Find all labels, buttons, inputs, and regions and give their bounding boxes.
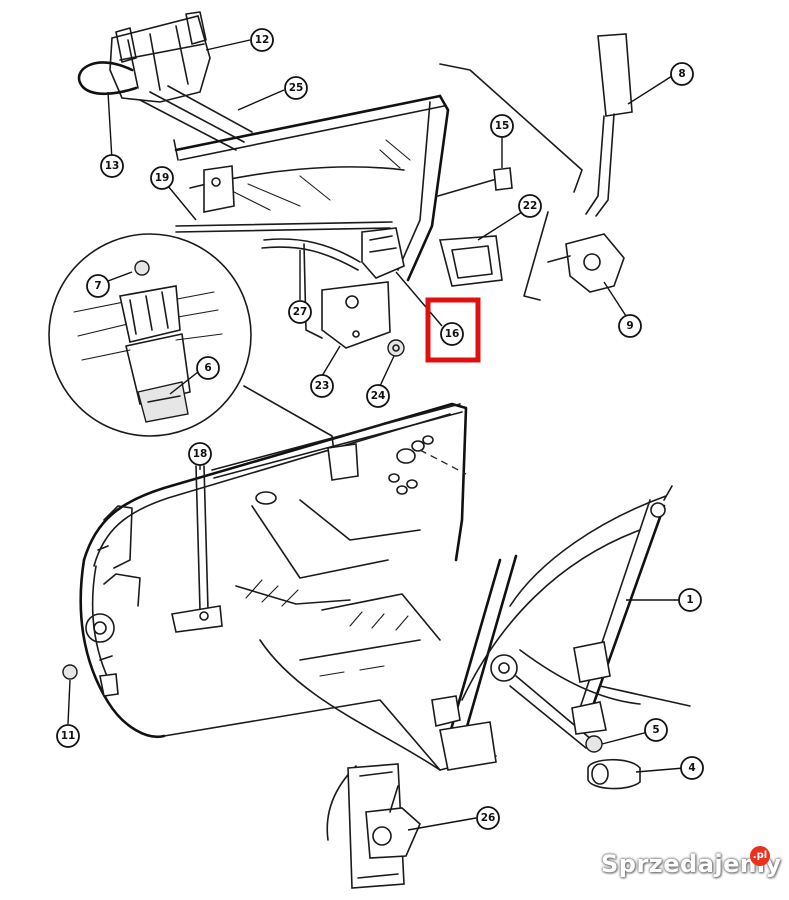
callout-9-label: 9 xyxy=(626,320,633,332)
callout-23: 23 xyxy=(310,374,334,398)
callout-25: 25 xyxy=(284,76,308,100)
callout-26-label: 26 xyxy=(481,812,496,824)
callout-18: 18 xyxy=(188,442,212,466)
callout-26: 26 xyxy=(476,806,500,830)
callout-19: 19 xyxy=(150,166,174,190)
callout-11: 11 xyxy=(56,724,80,748)
callout-7-label: 7 xyxy=(94,280,101,292)
callout-11-label: 11 xyxy=(61,730,76,742)
callout-1-label: 1 xyxy=(686,594,693,606)
callout-18-label: 18 xyxy=(193,448,208,460)
callout-5: 5 xyxy=(644,718,668,742)
window-regulator xyxy=(326,485,691,889)
callout-leaders xyxy=(67,39,685,831)
callout-6: 6 xyxy=(196,356,220,380)
callout-16: 16 xyxy=(425,297,481,363)
callout-8-label: 8 xyxy=(678,68,685,80)
callout-25-label: 25 xyxy=(289,82,304,94)
callout-7: 7 xyxy=(86,274,110,298)
callout-13-label: 13 xyxy=(105,160,120,172)
callout-24: 24 xyxy=(366,384,390,408)
callout-22-label: 22 xyxy=(523,200,538,212)
detail-magnifier xyxy=(48,233,335,453)
callout-27-label: 27 xyxy=(293,306,308,318)
callout-16-highlight-box xyxy=(425,297,481,363)
watermark-badge: .pl xyxy=(750,846,770,866)
callout-19-label: 19 xyxy=(155,172,170,184)
callout-9: 9 xyxy=(618,314,642,338)
callout-5-label: 5 xyxy=(652,724,659,736)
callout-12-label: 12 xyxy=(255,34,270,46)
callout-13: 13 xyxy=(100,154,124,178)
callout-4-label: 4 xyxy=(688,762,695,774)
callout-27: 27 xyxy=(288,300,312,324)
callout-15: 15 xyxy=(490,114,514,138)
callout-24-label: 24 xyxy=(371,390,386,402)
callout-12: 12 xyxy=(250,28,274,52)
callout-23-label: 23 xyxy=(315,380,330,392)
door-inner-panel xyxy=(62,402,497,771)
callout-22: 22 xyxy=(518,194,542,218)
callout-8: 8 xyxy=(670,62,694,86)
upper-door-frame xyxy=(77,11,633,357)
callout-4: 4 xyxy=(680,756,704,780)
callout-15-label: 15 xyxy=(495,120,510,132)
callout-1: 1 xyxy=(678,588,702,612)
callout-16-label: 16 xyxy=(445,328,460,340)
callout-6-label: 6 xyxy=(204,362,211,374)
